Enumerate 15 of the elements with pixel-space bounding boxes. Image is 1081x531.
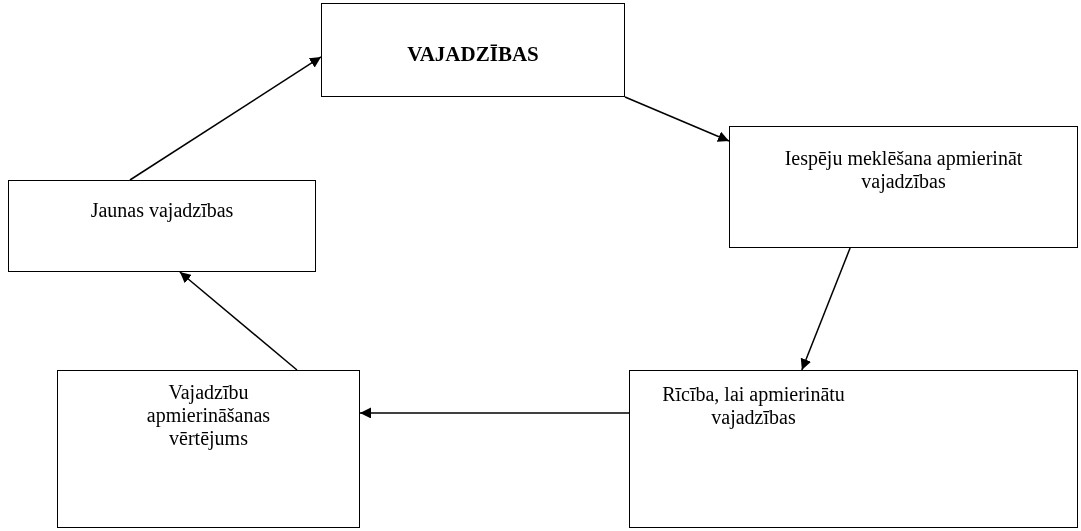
box-label: Jaunas vajadzības — [89, 199, 235, 222]
process-box — [629, 370, 1078, 528]
box-label: Vajadzību apmierināšanas vērtējums — [145, 381, 272, 450]
process-box — [729, 126, 1078, 248]
process-box — [321, 3, 625, 97]
process-box — [57, 370, 360, 528]
box-label: Iespēju meklēšana apmierināt vajadzības — [783, 147, 1024, 193]
arrow — [129, 56, 322, 181]
arrow — [179, 271, 298, 371]
arrow — [624, 96, 730, 142]
box-label: VAJADZĪBAS — [406, 42, 540, 67]
process-box — [8, 180, 316, 272]
box-label: Rīcība, lai apmierinātu vajadzības — [661, 383, 846, 429]
arrow — [800, 247, 851, 371]
arrow — [359, 407, 630, 419]
